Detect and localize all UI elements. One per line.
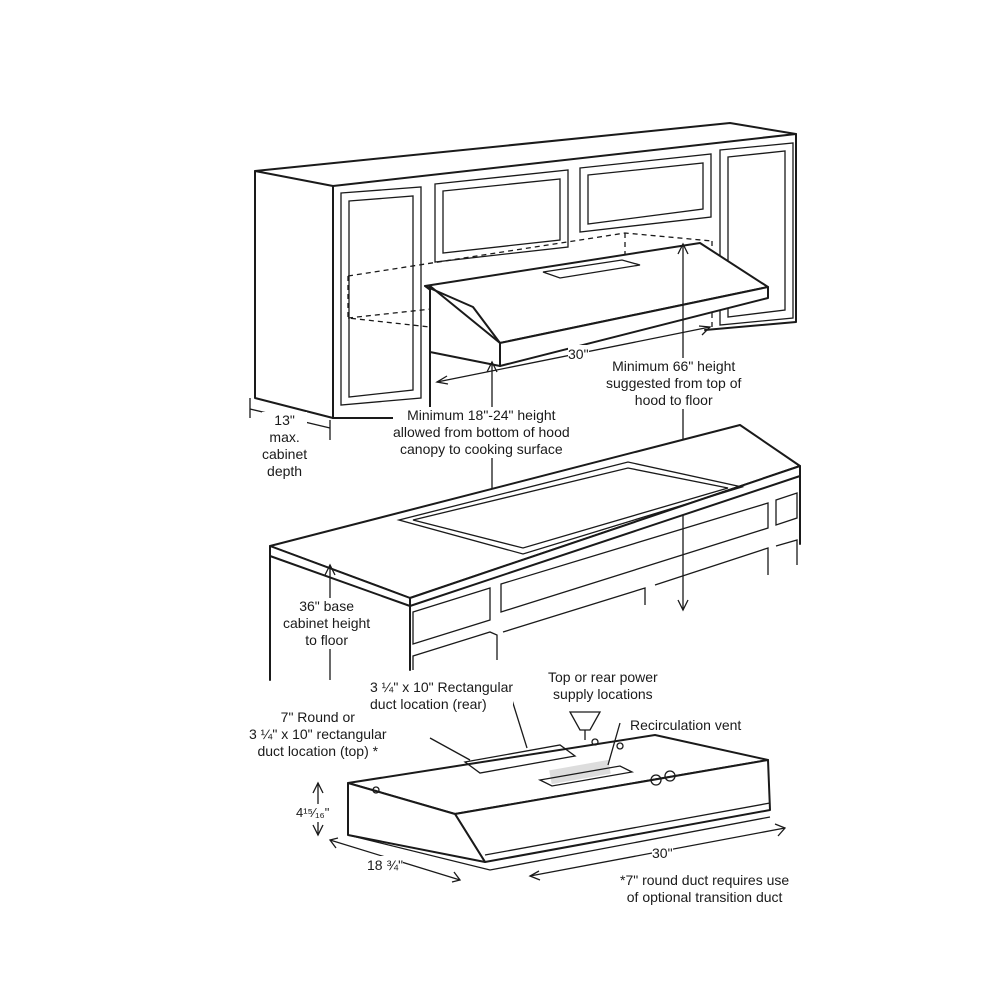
recirculation-vent-label: Recirculation vent (630, 716, 742, 734)
upper-cabinet-assembly (254, 122, 797, 419)
min-66-height-label: Minimum 66" height suggested from top of… (606, 358, 742, 409)
round-duct-top-label: 7" Round or 3 ¼" x 10" rectangular duct … (249, 709, 387, 760)
hood-callout-arrows (429, 699, 621, 766)
hood-width-label-top: 30" (568, 345, 589, 363)
hood-detail (347, 734, 771, 871)
hood-depth-label: 18 ¾" (367, 856, 404, 874)
base-cabinet-height-label: 36" base cabinet height to floor (283, 598, 371, 649)
hood-width-label-bottom: 30" (652, 844, 673, 862)
power-supply-label: Top or rear power supply locations (548, 669, 658, 703)
min-18-24-height-label: Minimum 18"-24" height allowed from bott… (393, 407, 570, 458)
max-cabinet-depth-label: 13" max. cabinet depth (262, 412, 308, 480)
installed-hood (424, 242, 769, 367)
base-cabinet-assembly (269, 424, 801, 681)
rect-duct-rear-label: 3 ¼" x 10" Rectangular duct location (re… (370, 679, 514, 713)
hood-height-label: 4¹⁵⁄₁₆" (296, 804, 330, 822)
footnote-label: *7" round duct requires use of optional … (620, 872, 790, 906)
min-66-height-dimension (677, 242, 689, 612)
